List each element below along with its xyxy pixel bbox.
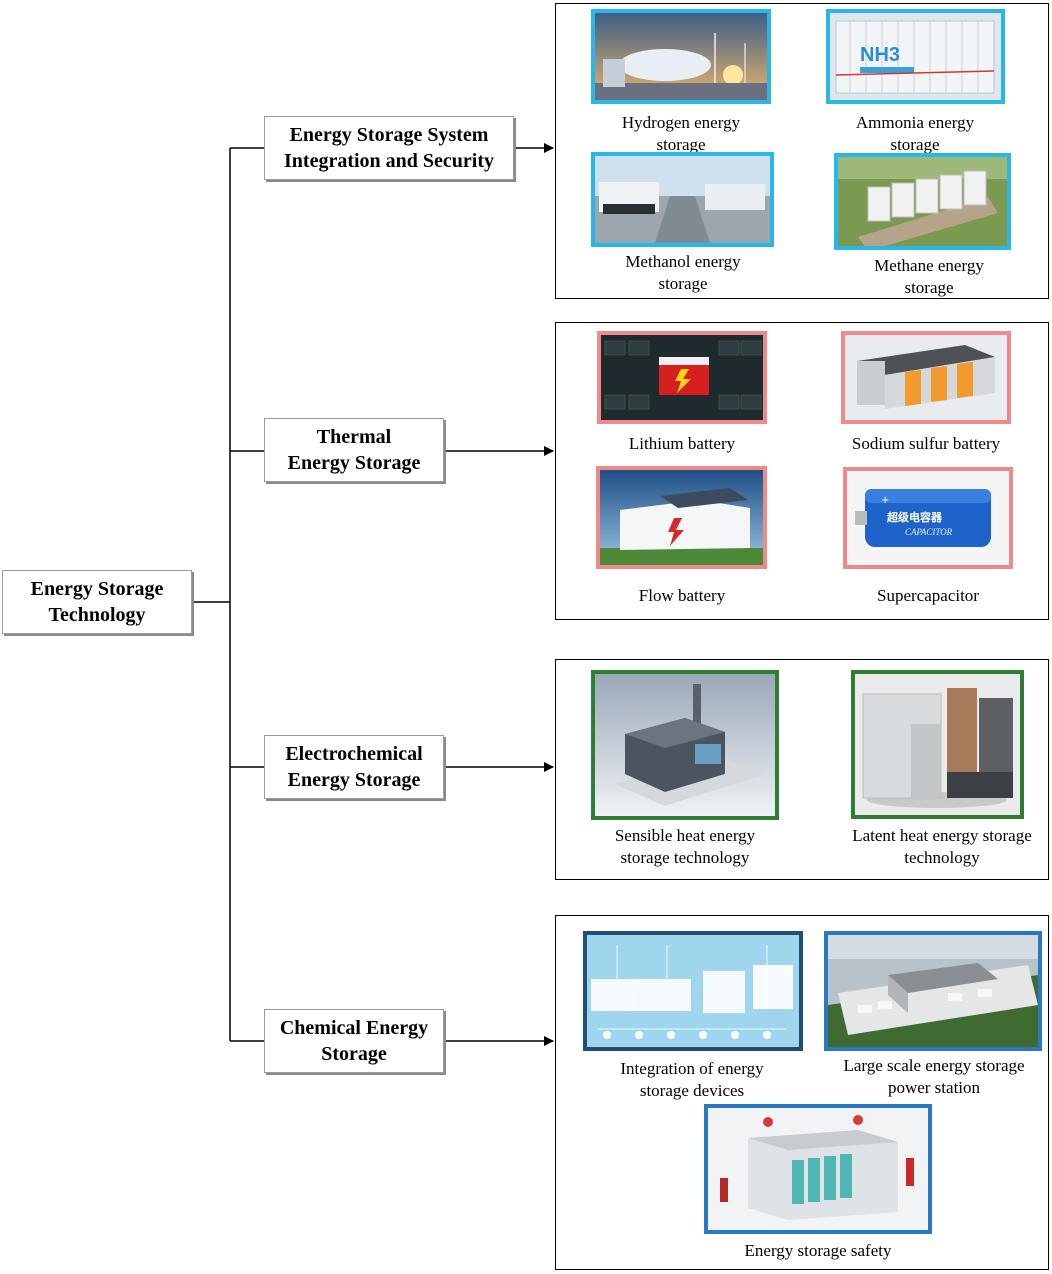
flow-battery-image (596, 466, 767, 569)
power-station-image (824, 931, 1042, 1051)
caption-safety: Energy storage safety (744, 1241, 892, 1260)
caption-hydrogen: Hydrogen energy storage (621, 113, 741, 154)
device-integration-image (583, 931, 803, 1051)
root-label: Energy Storage Technology (30, 578, 164, 626)
caption-power-station: Large scale energy storage power station (843, 1056, 1025, 1097)
branch-chemical: Chemical Energy Storage (264, 1009, 444, 1073)
caption-ammonia: Ammonia energy storage (855, 113, 975, 154)
root-node: Energy Storage Technology (2, 570, 192, 634)
caption-latent-heat: Latent heat energy storage technology (852, 826, 1032, 867)
caption-device-integration: Integration of energy storage devices (620, 1059, 764, 1100)
branch-label: Energy Storage System Integration and Se… (284, 124, 494, 172)
caption-sodium-sulfur: Sodium sulfur battery (851, 434, 1001, 453)
caption-methanol: Methanol energy storage (625, 252, 741, 293)
caption-methane: Methane energy storage (874, 256, 984, 297)
ammonia-logo: NH3 (860, 44, 900, 66)
sensible-heat-plant-image (591, 670, 779, 820)
lithium-battery-image (597, 331, 767, 424)
branch-label: Thermal Energy Storage (287, 426, 421, 474)
branch-thermal: Thermal Energy Storage (264, 418, 444, 482)
methanol-plant-image (591, 152, 774, 247)
caption-lithium: Lithium battery (628, 434, 736, 453)
latent-heat-unit-image (851, 670, 1024, 819)
branch-electrochemical: Electrochemical Energy Storage (264, 735, 444, 799)
ammonia-container-image: NH3 (826, 9, 1005, 104)
branch-label: Chemical Energy Storage (279, 1017, 429, 1065)
capacitor-cn-label: 超级电容器 (886, 510, 943, 524)
caption-supercapacitor: Supercapacitor (877, 586, 979, 605)
methane-modules-image (834, 153, 1011, 250)
safety-system-image (704, 1104, 932, 1234)
sodium-sulfur-battery-image (841, 331, 1011, 424)
branch-label: Electrochemical Energy Storage (285, 743, 423, 791)
capacitor-en-label: CAPACITOR (905, 527, 953, 537)
caption-sensible-heat: Sensible heat energy storage technology (614, 826, 756, 867)
hydrogen-tank-image (591, 9, 771, 104)
caption-flow-battery: Flow battery (638, 586, 726, 605)
branch-integration-security: Energy Storage System Integration and Se… (264, 116, 514, 180)
supercapacitor-image: 超级电容器 CAPACITOR + (843, 467, 1013, 569)
svg-text:+: + (881, 495, 889, 506)
